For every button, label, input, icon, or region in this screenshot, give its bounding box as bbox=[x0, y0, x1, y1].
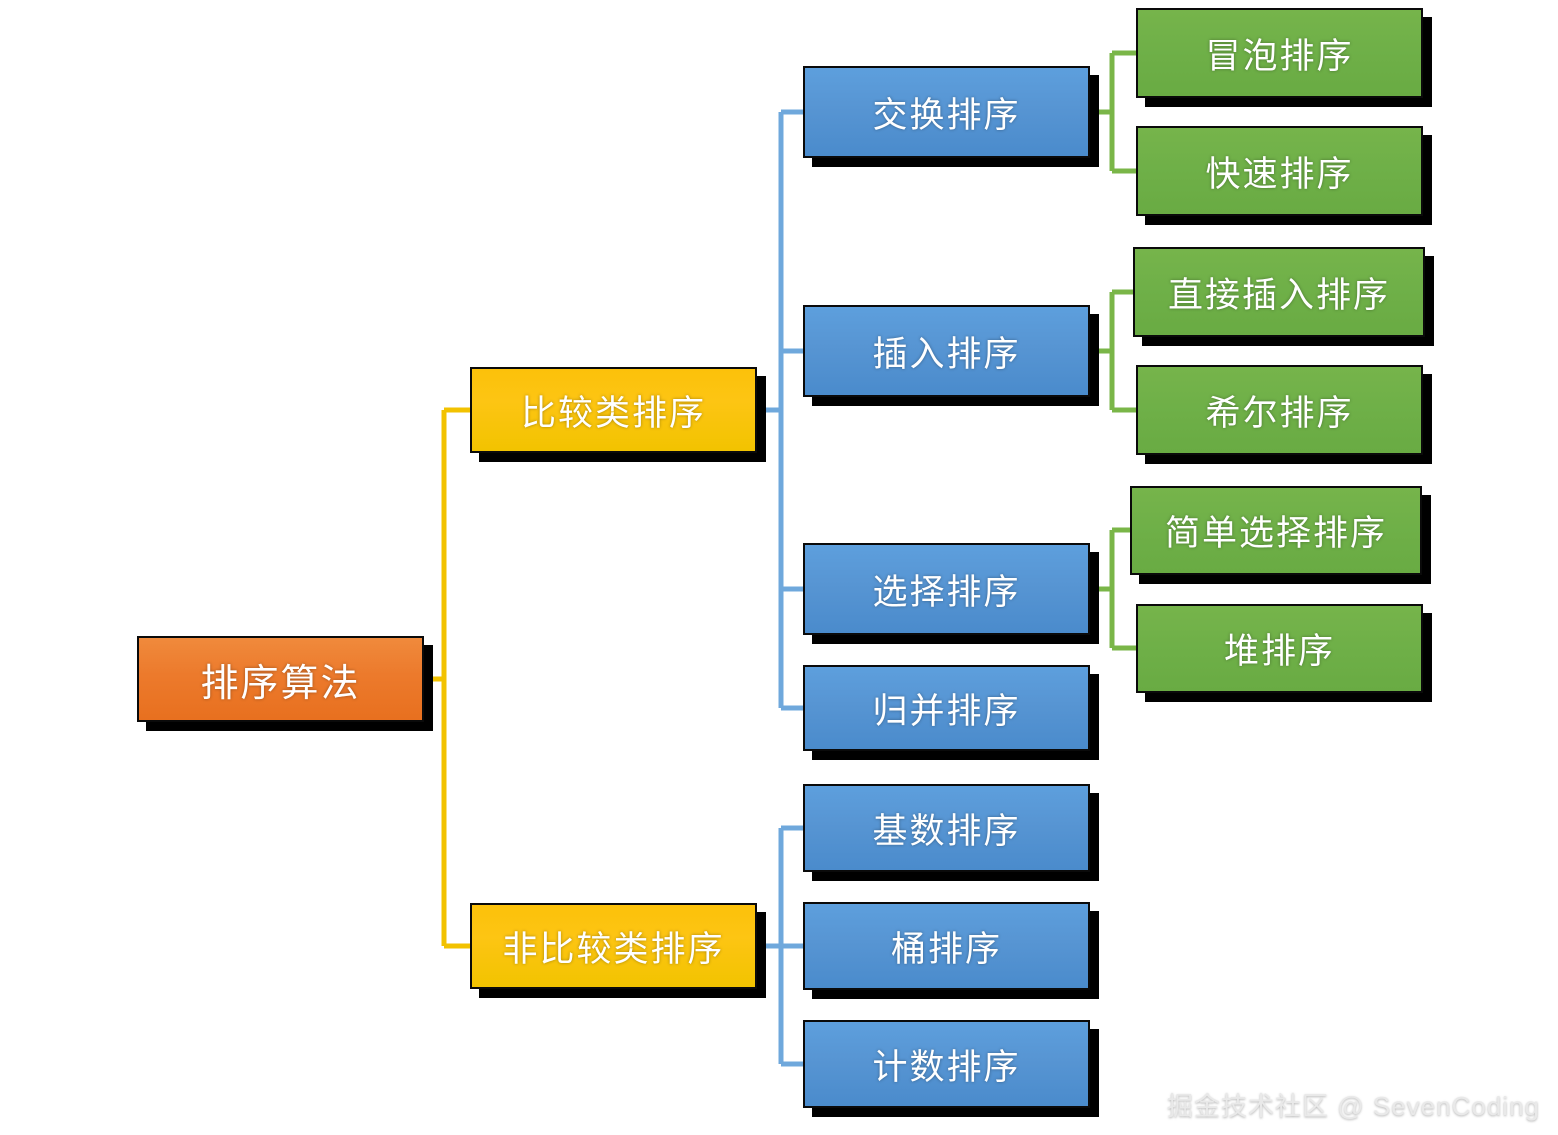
node-counting[interactable]: 计数排序 bbox=[803, 1020, 1090, 1108]
node-bucket[interactable]: 桶排序 bbox=[803, 902, 1090, 990]
connector-noncomparison-to-mid bbox=[757, 825, 803, 1067]
node-selection[interactable]: 选择排序 bbox=[803, 543, 1090, 635]
node-root[interactable]: 排序算法 bbox=[137, 636, 424, 722]
connector-root-to-categories bbox=[424, 407, 470, 949]
node-straight-insertion[interactable]: 直接插入排序 bbox=[1133, 247, 1425, 337]
node-simple-selection[interactable]: 简单选择排序 bbox=[1130, 486, 1422, 575]
connector-exchange-to-leaves bbox=[1090, 50, 1136, 174]
node-insertion[interactable]: 插入排序 bbox=[803, 305, 1090, 397]
watermark-text: 掘金技术社区 @ SevenCoding bbox=[1167, 1091, 1540, 1121]
node-non-comparison[interactable]: 非比较类排序 bbox=[470, 903, 757, 989]
connector-comparison-to-mid bbox=[757, 109, 803, 711]
node-exchange[interactable]: 交换排序 bbox=[803, 66, 1090, 158]
node-shell[interactable]: 希尔排序 bbox=[1136, 365, 1423, 455]
node-bubble[interactable]: 冒泡排序 bbox=[1136, 8, 1423, 98]
connector-insertion-to-leaves bbox=[1090, 289, 1136, 413]
node-comparison[interactable]: 比较类排序 bbox=[470, 367, 757, 453]
node-merge[interactable]: 归并排序 bbox=[803, 665, 1090, 751]
node-radix[interactable]: 基数排序 bbox=[803, 784, 1090, 872]
node-heap[interactable]: 堆排序 bbox=[1136, 604, 1423, 693]
node-quick[interactable]: 快速排序 bbox=[1136, 126, 1423, 216]
